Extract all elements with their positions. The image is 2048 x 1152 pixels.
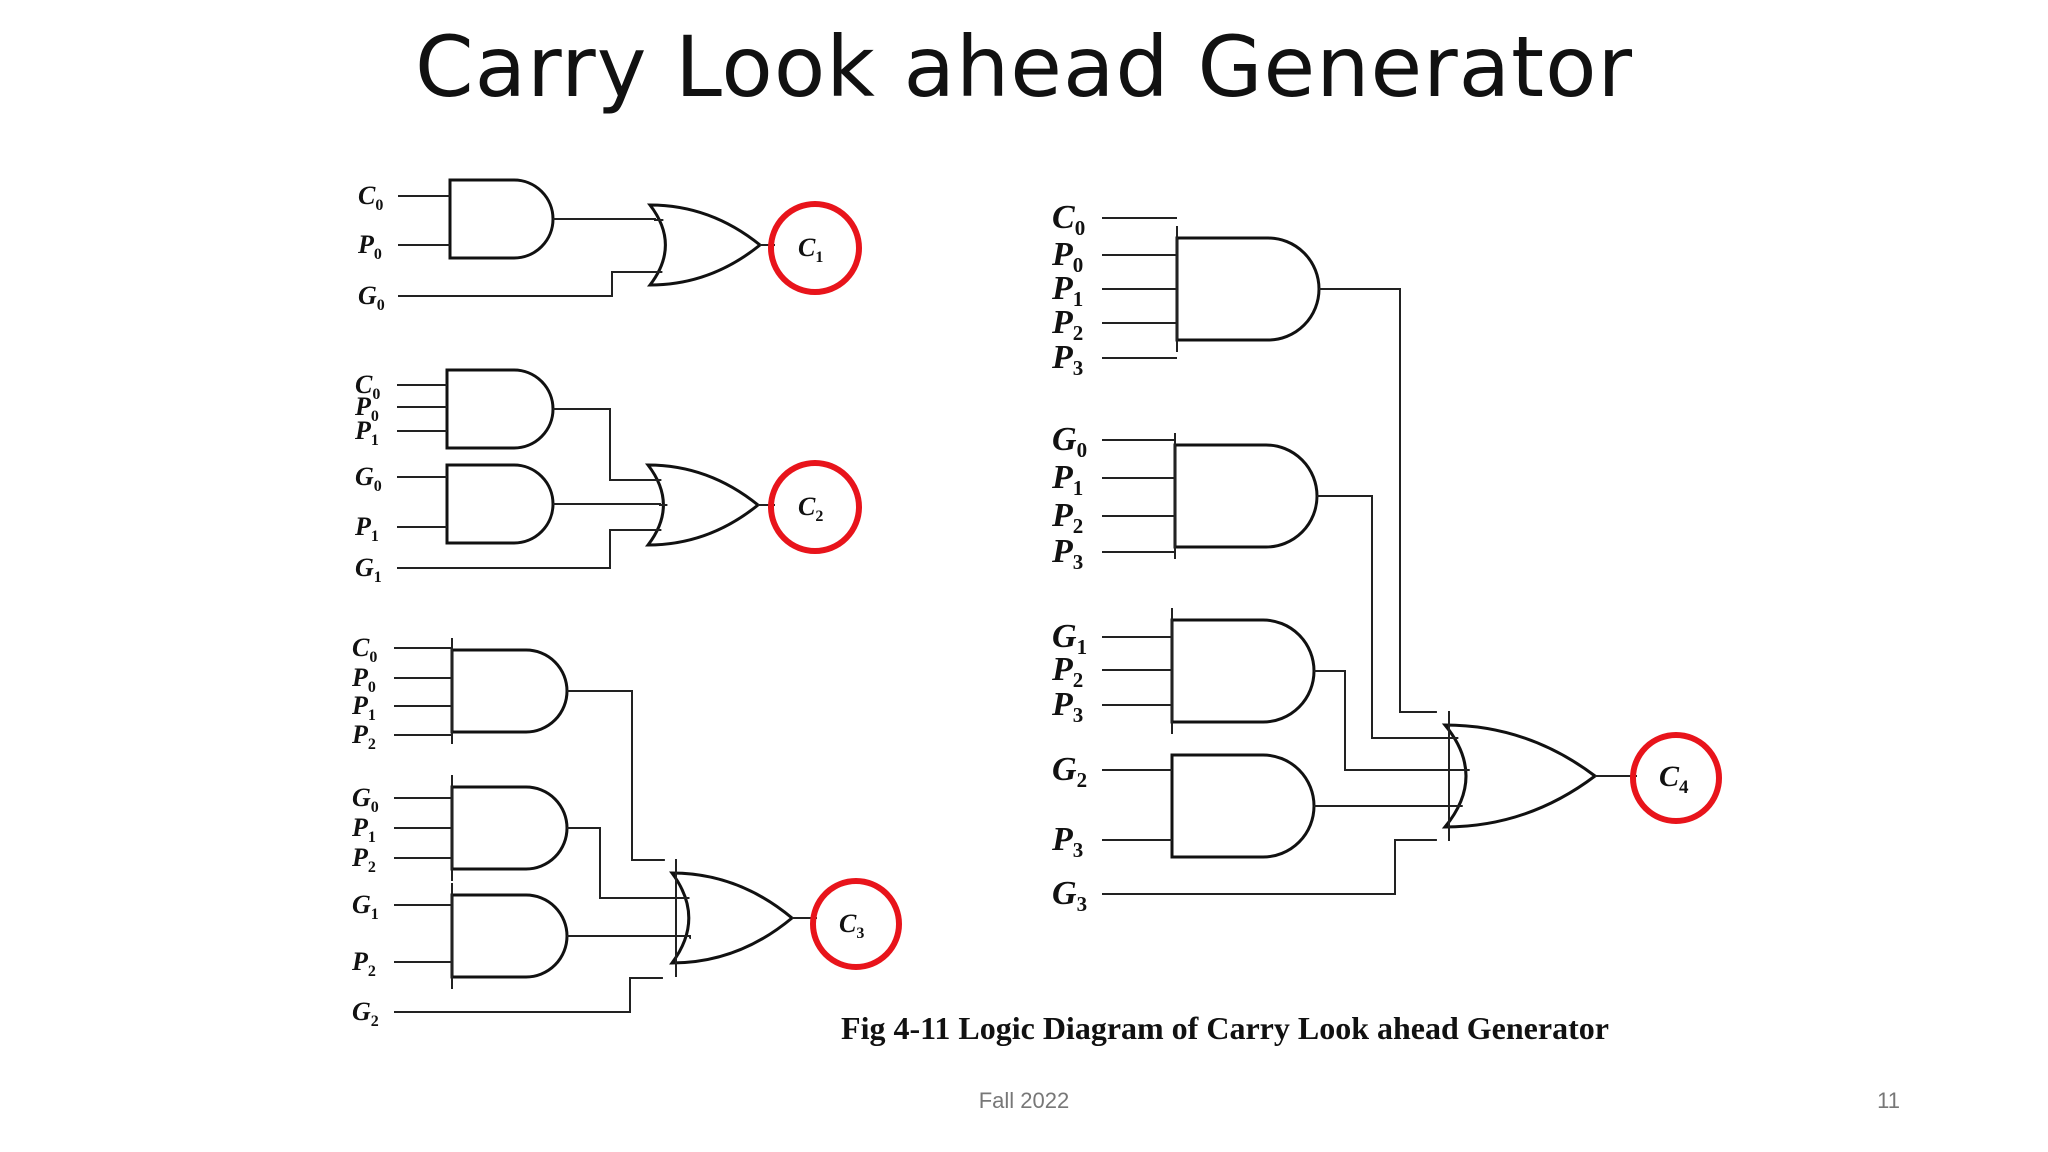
highlight-circle-c3 (810, 878, 902, 970)
input-label-c3-p1-2: P1 (351, 813, 376, 846)
input-label-c4-c0-1: C0 (1052, 199, 1085, 240)
and-gate-c3-1 (450, 648, 569, 734)
input-label-c1-c0-1: C0 (358, 181, 383, 214)
figure-caption: Fig 4-11 Logic Diagram of Carry Look ahe… (841, 1010, 1609, 1046)
input-label-c3-p2-2: P2 (351, 843, 376, 876)
input-label-c3-p2-1: P2 (351, 720, 376, 753)
input-label-c2-p1-1: P1 (354, 416, 379, 449)
input-label-c2-g1: G1 (355, 553, 382, 586)
direct-input-wire-c3 (394, 977, 663, 1013)
input-label-c3-p1-1: P1 (351, 691, 376, 724)
input-label-c1-p0-1: P0 (357, 230, 382, 263)
and-gate-c2-2 (445, 463, 555, 545)
and-gate-c3-3 (450, 893, 569, 979)
output-label-c3: C3 (839, 909, 864, 942)
page-number: 11 (1877, 1088, 1900, 1113)
input-label-c3-g2: G2 (352, 997, 379, 1030)
input-label-c3-g1-3: G1 (352, 890, 379, 923)
input-label-c4-p1-2: P1 (1051, 459, 1083, 500)
input-label-c4-p2-2: P2 (1051, 497, 1083, 538)
input-label-c2-p0-1: P0 (354, 392, 379, 425)
and-to-or-wire-c4-3 (1314, 670, 1470, 771)
highlight-circle-c1 (768, 201, 862, 295)
and-gate-c2-1 (445, 368, 555, 450)
input-label-c4-g1-3: G1 (1052, 618, 1087, 659)
and-to-or-wire-c3-3 (567, 935, 691, 939)
input-label-c4-p2-3: P2 (1051, 651, 1083, 692)
input-label-c3-g0-2: G0 (352, 783, 379, 816)
and-to-or-wire-c3-2 (567, 827, 690, 899)
and-gate-c4-1 (1175, 236, 1321, 342)
input-label-c3-p0-1: P0 (351, 663, 376, 696)
output-label-c2: C2 (798, 492, 823, 525)
input-label-c4-p0-1: P0 (1051, 236, 1083, 277)
highlight-circle-c2 (768, 460, 862, 554)
and-gate-c4-4 (1170, 753, 1316, 859)
and-gate-c4-2 (1173, 443, 1319, 549)
or-gate-c2 (644, 463, 761, 547)
output-label-c1: C1 (798, 233, 823, 266)
input-label-c2-p1-2: P1 (354, 512, 379, 545)
input-label-c4-p3-4: P3 (1051, 821, 1083, 862)
input-label-c4-g0-2: G0 (1052, 421, 1087, 462)
or-gate-c4 (1441, 723, 1598, 829)
output-label-c4: C4 (1659, 760, 1689, 798)
input-label-c4-p1-1: P1 (1051, 270, 1083, 311)
input-label-c1-g0: G0 (358, 281, 385, 314)
or-gate-c1 (646, 203, 763, 287)
input-label-c2-c0-1: C0 (355, 370, 380, 403)
input-label-c4-g3: G3 (1052, 875, 1087, 916)
input-label-c4-p2-1: P2 (1051, 304, 1083, 345)
and-gate-c3-2 (450, 785, 569, 871)
footer-text: Fall 2022 (978, 1088, 1070, 1113)
input-label-c4-p3-1: P3 (1051, 339, 1083, 380)
direct-input-wire-c1 (398, 271, 663, 297)
slide-title: Carry Look ahead Generator (414, 18, 1634, 116)
input-label-c4-p3-3: P3 (1051, 686, 1083, 727)
and-to-or-wire-c4-1 (1319, 288, 1437, 713)
direct-input-wire-c4 (1102, 839, 1437, 895)
input-label-c3-p2-3: P2 (351, 947, 376, 980)
and-to-or-wire-c3-1 (567, 690, 665, 861)
and-to-or-wire-c1-1 (553, 218, 664, 221)
direct-input-wire-c2 (397, 529, 662, 569)
and-gate-c4-3 (1170, 618, 1316, 724)
and-to-or-wire-c2-1 (553, 408, 662, 481)
input-label-c2-g0-2: G0 (355, 462, 382, 495)
highlight-circle-c4 (1630, 732, 1722, 824)
and-to-or-wire-c4-2 (1317, 495, 1459, 739)
or-gate-c3 (669, 871, 795, 965)
input-label-c4-p3-2: P3 (1051, 533, 1083, 574)
and-gate-c1-1 (448, 178, 555, 260)
input-label-c3-c0-1: C0 (352, 633, 377, 666)
and-to-or-wire-c2-2 (553, 503, 668, 506)
input-label-c4-g2-4: G2 (1052, 751, 1087, 792)
